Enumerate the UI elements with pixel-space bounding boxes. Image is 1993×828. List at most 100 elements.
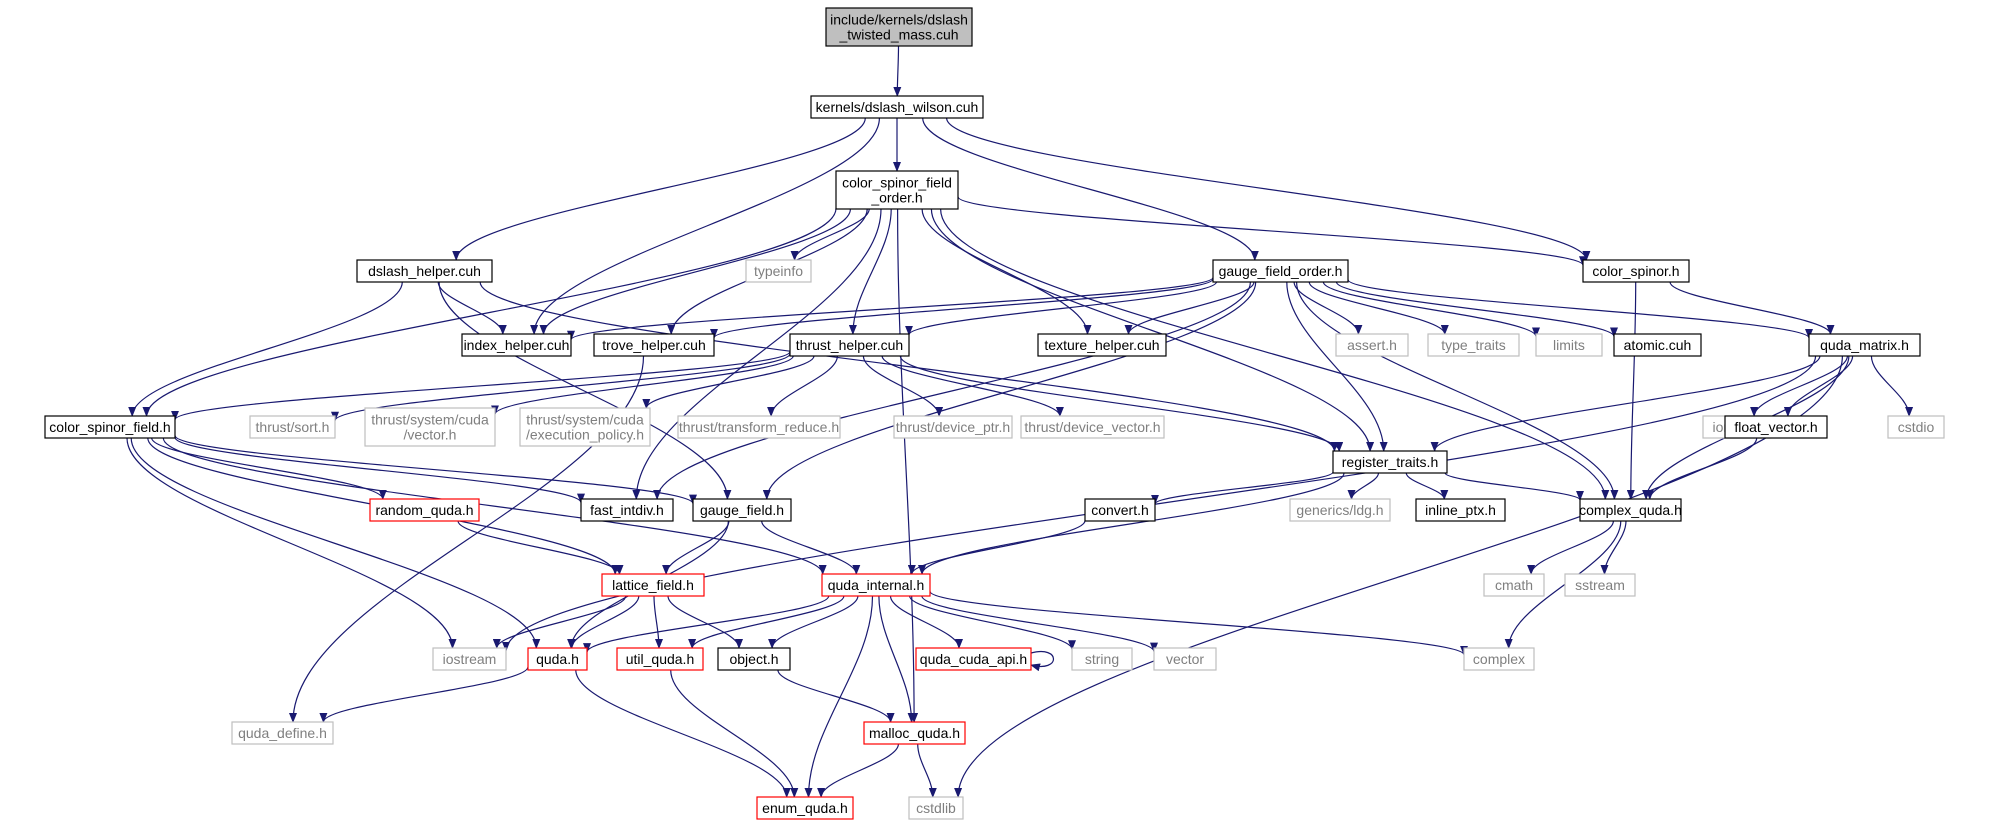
edge-register_traits-to-inline_ptx [1405,472,1449,500]
node-thrust_helper[interactable]: thrust_helper.cuh [789,333,910,357]
node-complex_quda[interactable]: complex_quda.h [1579,498,1682,522]
node-label: cstdlib [916,800,956,816]
edge-util_quda-to-enum_quda [670,669,799,798]
node-lattice_field[interactable]: lattice_field.h [601,573,705,597]
edge-gauge_field-to-lattice_field [662,520,730,575]
edge-root-to-dslash_wilson [893,45,902,97]
node-label: _twisted_mass.cuh [838,27,958,43]
node-box [1427,333,1520,357]
node-dslash_helper[interactable]: dslash_helper.cuh [356,259,493,283]
node-box [1613,333,1702,357]
node-box [356,259,493,283]
edge-quda_matrix-to-cstdio [1870,355,1914,417]
node-box [863,721,966,745]
edge-gauge_field_order-to-trove_helper [710,278,1214,339]
node-label: thrust/system/cuda [371,412,489,428]
node-label: /execution_policy.h [526,427,644,443]
node-box [461,333,572,357]
node-label: iostream [443,651,497,667]
edge-object-to-malloc_quda [777,669,895,723]
node-quda_matrix[interactable]: quda_matrix.h [1808,333,1921,357]
node-color_spinor_field_order[interactable]: color_spinor_field_order.h [835,170,959,210]
edge-gauge_field_order-to-atomic [1335,281,1618,338]
node-label: thrust/system/cuda [526,412,644,428]
edge-color_spinor_field_order-to-malloc_quda [897,208,919,723]
node-quda_internal[interactable]: quda_internal.h [821,573,931,597]
edge-color_spinor_field_order-to-register_traits [930,208,1375,452]
node-box [1020,415,1165,439]
edge-register_traits-to-complex_quda [1444,472,1584,501]
node-malloc_quda[interactable]: malloc_quda.h [863,721,966,745]
node-label: generics/ldg.h [1296,502,1383,518]
node-label: quda_internal.h [828,577,925,593]
edge-lattice_field-to-object [667,595,743,649]
node-index_helper[interactable]: index_helper.cuh [461,333,572,357]
node-box [810,95,984,119]
node-fast_intdiv[interactable]: fast_intdiv.h [580,498,674,522]
edge-lattice_field-to-util_quda [653,595,663,649]
edge-gauge_field-to-quda_internal [761,520,861,575]
edge-color_spinor_field_order-to-color_spinor [957,196,1587,267]
node-assert: assert.h [1335,333,1409,357]
node-util_quda[interactable]: util_quda.h [616,647,704,671]
node-label: /vector.h [404,427,457,443]
node-box [1887,415,1945,439]
node-box [364,407,496,447]
edge-quda_internal-to-quda [583,595,830,654]
node-gauge_field_order[interactable]: gauge_field_order.h [1212,259,1349,283]
node-box [1037,333,1167,357]
node-label: convert.h [1091,502,1149,518]
node-trove_helper[interactable]: trove_helper.cuh [593,333,715,357]
edge-gauge_field_order-to-register_traits [1286,281,1388,452]
node-type_traits: type_traits [1427,333,1520,357]
node-atomic[interactable]: atomic.cuh [1613,333,1702,357]
node-texture_helper[interactable]: texture_helper.cuh [1037,333,1167,357]
node-inline_ptx[interactable]: inline_ptx.h [1415,498,1506,522]
node-enum_quda[interactable]: enum_quda.h [756,796,854,820]
node-register_traits[interactable]: register_traits.h [1332,450,1448,474]
edge-gauge_field_order-to-gauge_field [762,281,1257,500]
edge-dslash_wilson-to-dslash_helper [452,117,866,261]
node-string: string [1071,647,1133,671]
edge-dslash_wilson-to-color_spinor [946,117,1591,261]
node-dslash_wilson[interactable]: kernels/dslash_wilson.cuh [810,95,984,119]
edge-color_spinor_field_order-to-color_spinor_field [142,208,837,417]
node-box [369,498,480,522]
node-box [1071,647,1133,671]
node-quda[interactable]: quda.h [527,647,588,671]
edge-color_spinor-to-quda_matrix [1669,281,1835,335]
edge-gauge_field_order-to-quda_matrix [1347,279,1813,339]
node-thrust_sort: thrust/sort.h [249,415,336,439]
edge-quda_matrix-to-float_vector [1783,355,1854,417]
node-box [527,647,588,671]
node-gauge_field[interactable]: gauge_field.h [692,498,792,522]
node-label: include/kernels/dslash [830,12,968,28]
node-float_vector[interactable]: float_vector.h [1724,415,1828,439]
node-root[interactable]: include/kernels/dslash_twisted_mass.cuh [825,7,973,47]
node-box [1535,333,1603,357]
node-label: assert.h [1347,337,1397,353]
edge-color_spinor_field_order-to-texture_helper [921,208,1092,335]
node-color_spinor_field[interactable]: color_spinor_field.h [44,415,176,439]
edge-color_spinor_field_order-to-thrust_helper [848,208,892,335]
node-label: quda_cuda_api.h [920,651,1027,667]
node-convert[interactable]: convert.h [1084,498,1156,522]
node-box [1335,333,1409,357]
node-label: quda_matrix.h [1820,337,1909,353]
edge-gauge_field_order-to-index_helper [567,276,1214,341]
node-quda_cuda_api[interactable]: quda_cuda_api.h [915,647,1032,671]
edge-register_traits-to-quda_internal [918,472,1345,575]
node-box [745,259,812,283]
edge-dslash_helper-to-register_traits [479,281,1339,452]
node-vector: vector [1153,647,1217,671]
node-object[interactable]: object.h [717,647,791,671]
node-box [692,498,792,522]
edge-quda-to-enum_quda [575,669,791,798]
node-box [1332,450,1448,474]
edge-color_spinor_field_order-to-index_helper [539,208,851,335]
edge-color_spinor_field-to-quda [130,437,541,649]
node-color_spinor[interactable]: color_spinor.h [1582,259,1690,283]
edge-gauge_field_order-to-thrust_helper [905,281,1217,336]
node-label: thrust/sort.h [256,419,330,435]
node-random_quda[interactable]: random_quda.h [369,498,480,522]
